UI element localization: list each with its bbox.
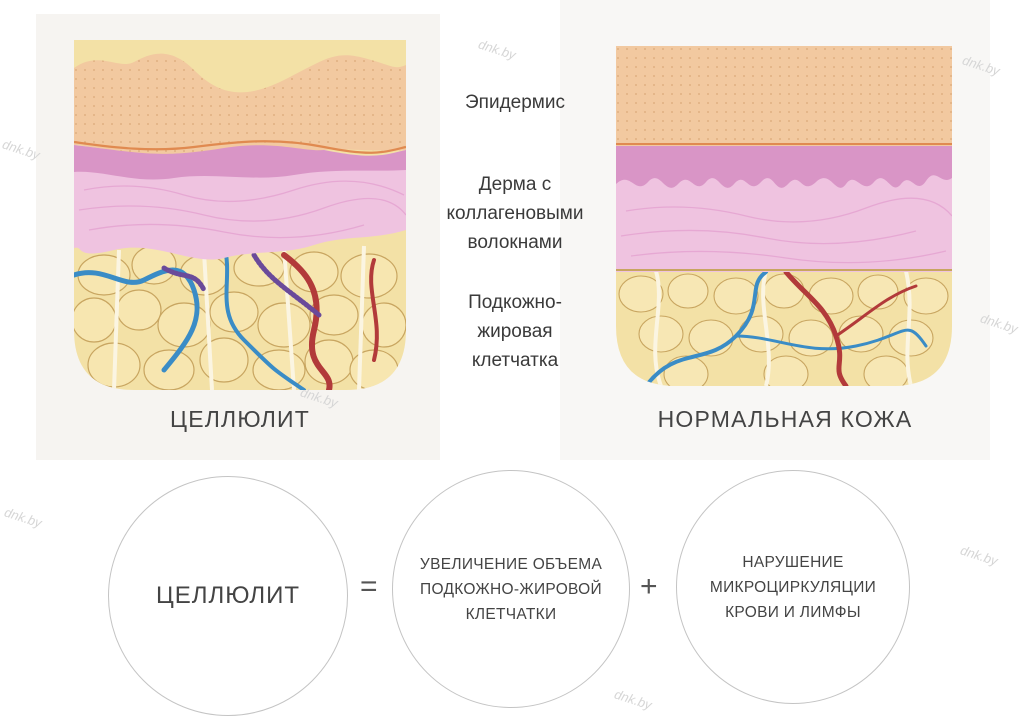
cellulite-caption: ЦЕЛЛЮЛИТ xyxy=(169,406,311,432)
fat-cells-cellulite xyxy=(74,245,406,390)
watermark: dnk.by xyxy=(2,504,44,531)
vessels-cellulite xyxy=(74,243,379,390)
equation-cellulite-circle: ЦЕЛЛЮЛИТ xyxy=(108,476,348,716)
fat-cells-normal xyxy=(618,273,949,386)
watermark: dnk.by xyxy=(958,542,1000,569)
epidermis-label: Эпидермис xyxy=(465,92,565,113)
vessels-normal xyxy=(644,269,928,386)
watermark: dnk.by xyxy=(612,686,654,713)
equals-sign: = xyxy=(360,570,378,603)
plus-sign: + xyxy=(640,570,658,603)
normal-skin-illustration xyxy=(616,46,952,386)
watermark: dnk.by xyxy=(476,36,518,63)
normal-skin-caption: НОРМАЛЬНАЯ КОЖА xyxy=(657,406,913,432)
cellulite-skin-illustration xyxy=(74,40,406,390)
equation-cellulite-text: ЦЕЛЛЮЛИТ xyxy=(155,582,301,609)
